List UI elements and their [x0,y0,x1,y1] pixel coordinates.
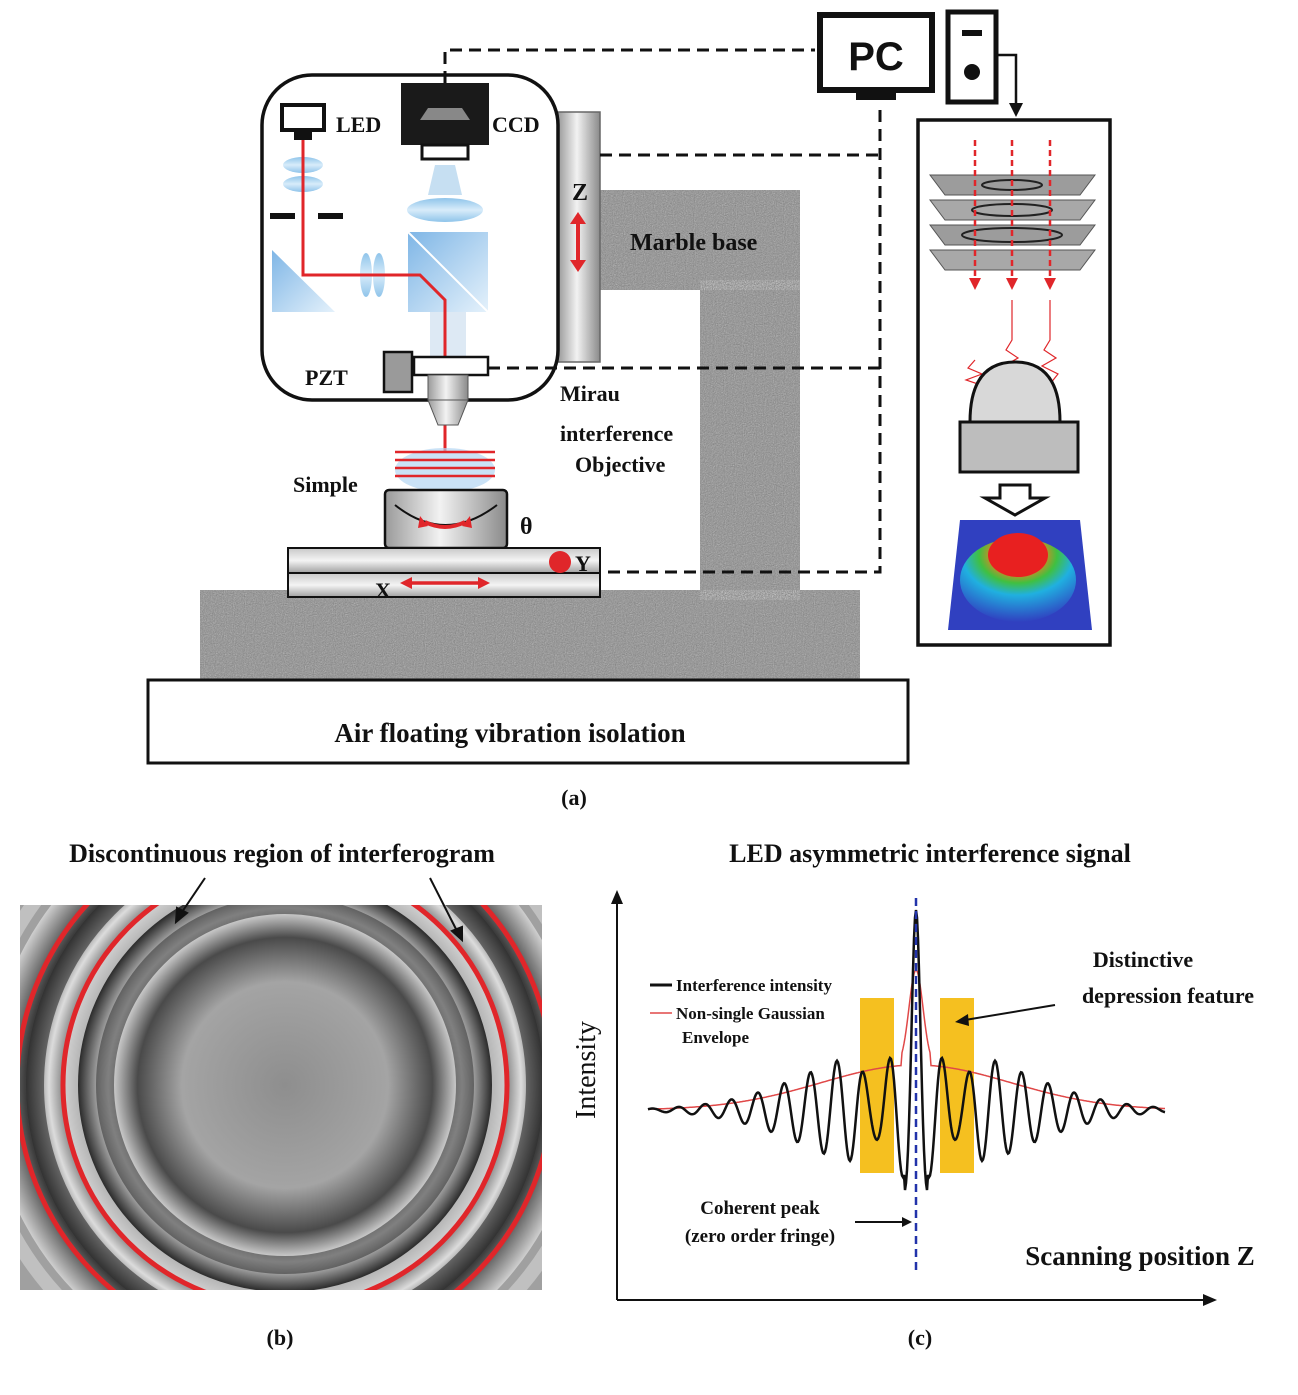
depression-highlight-left [860,998,894,1173]
xy-stage [287,547,601,598]
depression-highlight-right [940,998,974,1173]
scan-arrows [973,140,1052,280]
sample-label: Simple [293,472,358,497]
led-source [280,103,326,140]
caption-b: (b) [267,1325,294,1350]
panel-b-pointers [174,877,463,943]
vibration-isolation-label: Air floating vibration isolation [334,718,685,748]
z-label: Z [572,180,588,206]
theta-label: θ [520,514,533,540]
mirau-objective [427,374,469,426]
legend-envelope-label-2: Envelope [682,1028,750,1047]
interference-fringes [395,450,495,478]
down-arrow-icon [979,483,1051,517]
mirau-label-line1: Mirau [560,381,620,406]
chart-axes [611,890,1217,1306]
mirau-label-line2: interference [560,421,673,446]
y-axis-label: Intensity [571,1021,602,1119]
sample-holder [383,488,509,550]
surface-3d-map [948,520,1092,630]
depression-pointer [955,1004,1056,1026]
caption-a: (a) [561,785,587,810]
x-label: X [375,578,391,603]
depression-annotation-line1: Distinctive [1093,947,1193,972]
signal-connections [443,48,882,574]
peak-pointer [855,1217,912,1227]
interferogram-image [20,905,542,1290]
legend-intensity-label: Interference intensity [676,976,832,995]
y-label: Y [575,551,591,576]
scan-arrowheads [969,278,1056,290]
tower-arrow [996,53,1023,117]
legend-envelope-label: Non-single Gaussian [676,1004,825,1023]
pc-monitor-icon [817,12,935,100]
light-path [301,140,447,452]
panel-c-title: LED asymmetric interference signal [729,839,1131,868]
peak-annotation-line2: (zero order fringe) [685,1226,835,1247]
aperture-stop [270,213,343,219]
peak-annotation-line1: Coherent peak [700,1198,820,1219]
chart-legend: Interference intensity Non-single Gaussi… [650,976,832,1047]
marble-base-label: Marble base [630,230,758,256]
objective-tube [430,312,466,358]
marble-base [200,190,860,680]
pc-label: PC [848,35,904,79]
mirau-label-line3: Objective [575,452,666,477]
panel-b: Discontinuous region of interferogram (b… [20,839,542,1350]
panel-a: Air floating vibration isolation Z Marbl… [146,9,1112,810]
x-axis-label: Scanning position Z [1025,1241,1255,1271]
pzt-actuator [382,350,414,394]
beam-splitter [407,231,489,313]
sample-dome [958,360,1080,474]
pc-tower-icon [945,9,999,105]
led-label: LED [336,112,381,137]
panel-c: LED asymmetric interference signal Inten… [571,839,1255,1350]
tube-lens [407,165,483,222]
discontinuity-ring-inner [60,905,510,1290]
interference-intensity-curve [647,909,1166,1191]
caption-c: (c) [908,1325,932,1350]
pzt-label: PZT [305,365,348,390]
illumination-glow [395,448,495,492]
image-stack [929,174,1096,271]
mirror-prism [272,250,335,312]
ccd-label: CCD [492,112,540,137]
pzt-mount [412,355,490,377]
z-arrow [570,212,586,272]
ccd-camera [401,83,489,161]
depression-annotation-line2: depression feature [1082,983,1254,1008]
panel-b-title: Discontinuous region of interferogram [69,839,495,868]
vibration-isolation-table [146,678,910,765]
